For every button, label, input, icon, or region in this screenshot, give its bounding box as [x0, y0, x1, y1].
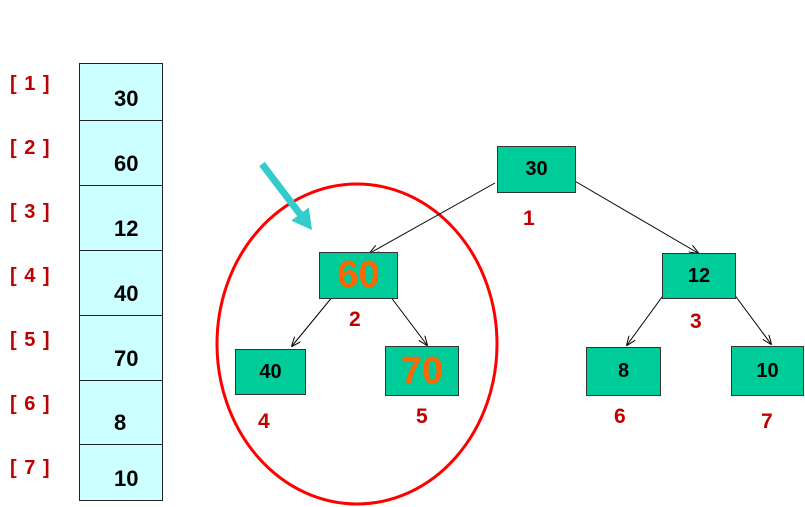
- array-index-5: [ 5 ]: [10, 329, 51, 351]
- array-cell-4: 40: [79, 250, 163, 316]
- array-index-6: [ 6 ]: [10, 393, 51, 415]
- array-index-7: [ 7 ]: [10, 457, 51, 479]
- edge-1-3: [572, 179, 698, 253]
- array-index-2: [ 2 ]: [10, 137, 51, 159]
- array-index-3: [ 3 ]: [10, 201, 51, 223]
- subtree-highlight-circle: [215, 182, 499, 506]
- node-value: 40: [259, 360, 282, 383]
- array-cell-value: 70: [114, 346, 139, 371]
- node-index-label-7: 7: [761, 410, 773, 433]
- array-cell-value: 10: [114, 466, 139, 491]
- node-value: 60: [337, 254, 380, 296]
- node-value: 12: [687, 264, 711, 287]
- node-index-label-4: 4: [258, 410, 270, 433]
- array-cell-value: 40: [114, 281, 139, 306]
- tree-node-2: 60: [319, 252, 398, 299]
- array-cell-value: 8: [114, 410, 127, 435]
- node-value: 8: [617, 360, 630, 382]
- node-index-label-2: 2: [349, 308, 361, 331]
- node-value: 10: [756, 359, 779, 382]
- tree-node-6: 8: [586, 347, 661, 396]
- edge-2-4: [292, 289, 339, 346]
- edge-1-2: [370, 182, 496, 253]
- tree-node-7: 10: [731, 346, 804, 396]
- tree-node-4: 40: [235, 349, 306, 395]
- node-value: 70: [400, 349, 444, 392]
- node-index-label-5: 5: [416, 405, 428, 428]
- node-index-label-6: 6: [614, 405, 626, 428]
- array-cell-value: 12: [114, 216, 139, 241]
- array-cell-7: 10: [79, 444, 163, 501]
- array-index-1: [ 1 ]: [10, 73, 51, 95]
- node-value: 30: [525, 158, 548, 180]
- tree-node-5: 70: [385, 346, 459, 396]
- node-index-label-3: 3: [690, 310, 702, 333]
- array-cell-value: 30: [114, 86, 139, 111]
- node-index-label-1: 1: [523, 207, 535, 230]
- array-cell-1: 30: [79, 63, 163, 121]
- tree-node-1: 30: [497, 146, 576, 193]
- pointer-arrow: [259, 161, 313, 230]
- array-index-4: [ 4 ]: [10, 265, 51, 287]
- tree-node-3: 12: [662, 253, 736, 299]
- array-cell-value: 60: [114, 151, 139, 176]
